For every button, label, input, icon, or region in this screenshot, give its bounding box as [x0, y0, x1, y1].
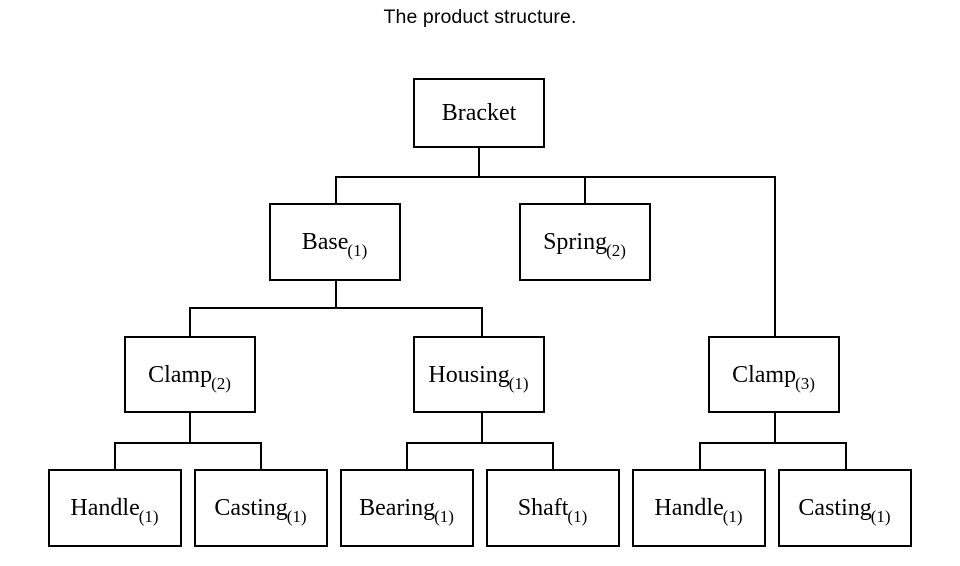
edge-bus-clamp2-children: [114, 442, 262, 444]
node-clamp-3-qty: (3): [795, 373, 815, 393]
node-handle-2-qty: (1): [722, 507, 743, 526]
node-handle-1-label: Handle(1): [70, 495, 159, 525]
node-bearing-1[interactable]: Bearing(1): [340, 469, 474, 547]
edge-bus-clamp3-children: [699, 442, 847, 444]
edge-clamp3-casting2: [845, 442, 847, 470]
node-bracket-name: Bracket: [441, 100, 517, 126]
edge-bracket-stub: [478, 148, 480, 177]
edge-base-clamp2: [189, 307, 191, 336]
node-bearing-1-qty: (1): [434, 507, 454, 526]
node-bearing-1-label: Bearing(1): [359, 495, 455, 525]
node-bracket-label: Bracket: [442, 101, 517, 125]
edge-clamp3-stub: [774, 413, 776, 443]
node-casting-2-name: Casting: [798, 495, 872, 521]
node-handle-2-label: Handle(1): [654, 495, 743, 525]
edge-base-housing: [481, 307, 483, 336]
edge-clamp2-handle1: [114, 442, 116, 470]
edge-housing-bearing1: [406, 442, 408, 470]
node-casting-2[interactable]: Casting(1): [778, 469, 912, 547]
edge-bus-level1: [335, 176, 776, 178]
node-casting-1[interactable]: Casting(1): [194, 469, 328, 547]
node-housing-label: Housing(1): [428, 361, 529, 392]
node-clamp-2[interactable]: Clamp(2): [124, 336, 256, 413]
node-handle-2[interactable]: Handle(1): [632, 469, 766, 547]
edge-clamp2-stub: [189, 413, 191, 443]
edge-bracket-spring: [584, 176, 586, 204]
node-casting-1-label: Casting(1): [214, 495, 307, 525]
page-title: The product structure.: [383, 6, 577, 28]
node-handle-1-name: Handle: [70, 495, 140, 521]
node-clamp-3-label: Clamp(3): [732, 361, 816, 392]
edge-clamp3-handle2: [699, 442, 701, 470]
node-spring[interactable]: Spring(2): [519, 203, 651, 281]
node-handle-2-name: Handle: [654, 495, 724, 521]
node-spring-qty: (2): [606, 241, 626, 260]
edge-bracket-clamp3: [774, 176, 776, 336]
node-clamp-3[interactable]: Clamp(3): [708, 336, 840, 413]
edge-bracket-base: [335, 176, 337, 204]
node-shaft-1-qty: (1): [567, 507, 588, 526]
node-base[interactable]: Base(1): [269, 203, 401, 281]
node-housing-qty: (1): [508, 373, 529, 393]
node-base-label: Base(1): [301, 229, 368, 259]
node-clamp-2-qty: (2): [211, 373, 231, 393]
node-shaft-1[interactable]: Shaft(1): [486, 469, 620, 547]
edge-base-stub: [335, 281, 337, 309]
node-housing-name: Housing: [428, 361, 510, 388]
node-shaft-1-name: Shaft: [517, 495, 569, 521]
node-casting-2-qty: (1): [870, 507, 891, 526]
node-base-name: Base: [301, 229, 349, 255]
node-handle-1-qty: (1): [138, 507, 159, 526]
node-casting-2-label: Casting(1): [798, 495, 891, 525]
node-casting-1-name: Casting: [214, 495, 288, 521]
node-spring-name: Spring: [543, 229, 608, 255]
node-spring-label: Spring(2): [543, 229, 627, 259]
node-base-qty: (1): [347, 241, 368, 260]
node-handle-1[interactable]: Handle(1): [48, 469, 182, 547]
edge-housing-shaft1: [552, 442, 554, 470]
node-shaft-1-label: Shaft(1): [517, 495, 589, 525]
edge-bus-housing-children: [406, 442, 554, 444]
node-bracket[interactable]: Bracket: [413, 78, 545, 148]
node-bearing-1-name: Bearing: [359, 495, 436, 521]
node-casting-1-qty: (1): [286, 507, 307, 526]
edge-clamp2-casting1: [260, 442, 262, 470]
node-clamp-2-label: Clamp(2): [148, 361, 232, 392]
edge-housing-stub: [481, 413, 483, 443]
node-clamp-2-name: Clamp: [148, 361, 213, 388]
edge-bus-base-children: [189, 307, 483, 309]
node-clamp-3-name: Clamp: [732, 361, 797, 388]
node-housing[interactable]: Housing(1): [413, 336, 545, 413]
